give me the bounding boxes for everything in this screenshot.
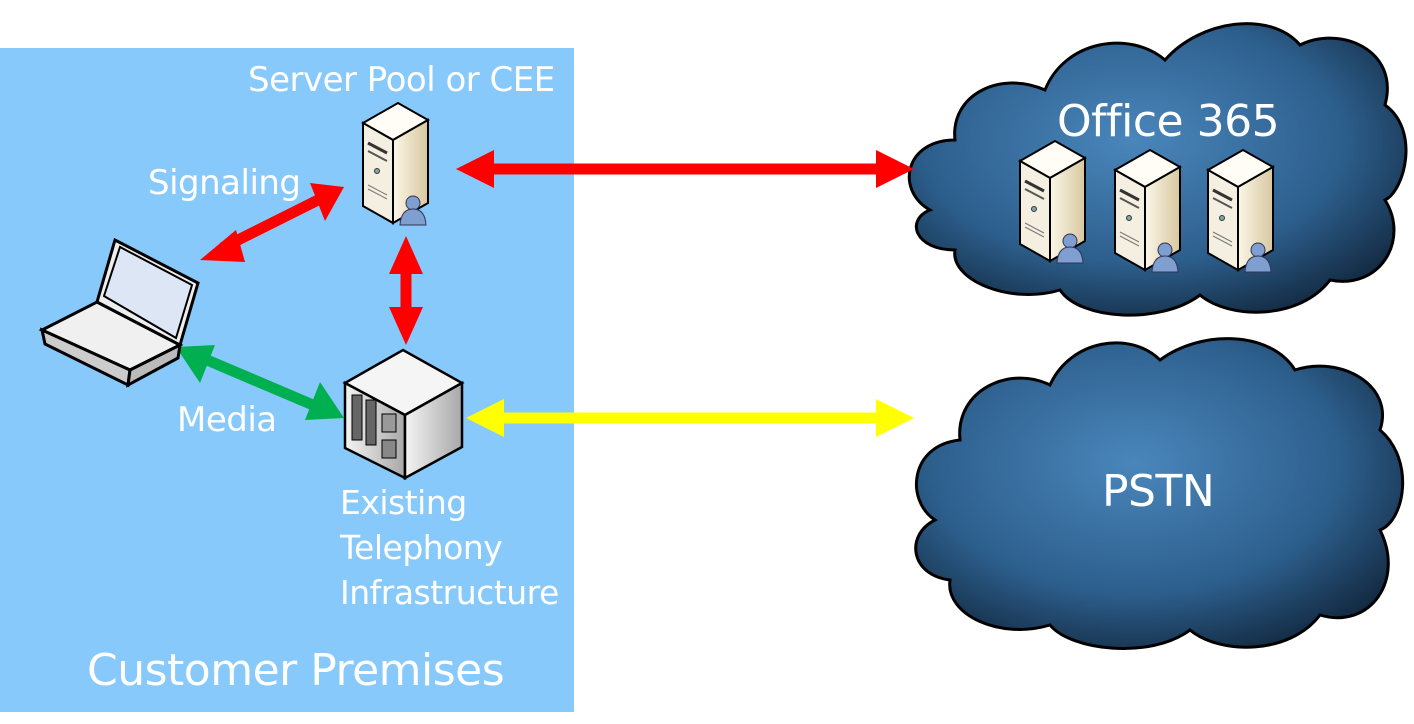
office365-server-icon <box>1206 148 1275 274</box>
signaling-arrow-server-office365 <box>456 150 914 188</box>
pstn-label: PSTN <box>1102 466 1215 517</box>
signaling-arrow-laptop-server <box>200 183 344 262</box>
telephony-label-line: Existing <box>340 483 467 522</box>
pstn-cloud-icon <box>914 337 1404 650</box>
telephony-label-line: Infrastructure <box>340 573 559 612</box>
telephony-infrastructure-icon <box>342 348 465 481</box>
telephony-label: Existing Telephony Infrastructure <box>340 480 559 615</box>
server-pool-icon <box>361 101 430 227</box>
server-pool-label: Server Pool or CEE <box>248 60 555 100</box>
office365-server-icon <box>1113 148 1182 274</box>
office365-server-icon <box>1018 139 1087 265</box>
telephony-label-line: Telephony <box>340 528 503 567</box>
signaling-label: Signaling <box>148 163 301 203</box>
pstn-arrow-telephony-pstn <box>466 399 914 437</box>
office365-label: Office 365 <box>1057 96 1280 147</box>
media-label: Media <box>177 400 277 440</box>
customer-premises-label: Customer Premises <box>87 645 505 696</box>
laptop-icon <box>38 237 200 388</box>
signaling-arrow-server-telephony <box>389 236 423 345</box>
media-arrow-laptop-telephony <box>176 345 344 420</box>
